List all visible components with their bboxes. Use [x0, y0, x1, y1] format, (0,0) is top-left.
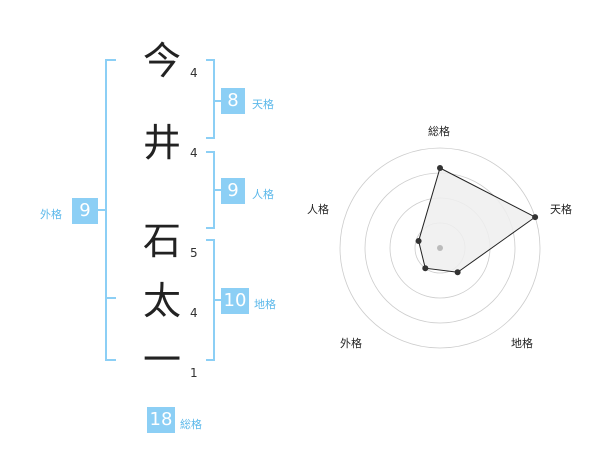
stroke-count-1: 4: [190, 66, 198, 80]
tenkaku-label: 天格: [252, 98, 274, 111]
chikaku-value: 10: [221, 288, 249, 314]
soukaku-value: 18: [147, 407, 175, 433]
tenkaku-bracket: [206, 59, 215, 139]
name-char-5: 一: [142, 338, 181, 382]
radar-polygon: [418, 167, 537, 273]
gaikaku-bracket: [105, 59, 116, 361]
radar-label-chikaku: 地格: [511, 337, 533, 350]
jinkaku-bracket: [206, 151, 215, 229]
jinkaku-value: 9: [221, 178, 245, 204]
gaikaku-label: 外格: [40, 208, 62, 221]
stroke-count-2: 4: [190, 146, 198, 160]
chikaku-label: 地格: [254, 298, 276, 311]
name-char-2: 井: [142, 121, 181, 165]
radar-point: [415, 238, 422, 245]
chikaku-bracket: [206, 239, 215, 361]
radar-point: [532, 214, 539, 221]
radar-center: [437, 245, 443, 251]
stroke-count-5: 1: [190, 366, 198, 380]
radar-point: [422, 265, 429, 272]
stroke-count-3: 5: [190, 246, 198, 260]
name-char-1: 今: [142, 39, 181, 83]
radar-label-gaikaku: 外格: [340, 337, 362, 350]
radar-point: [437, 165, 443, 171]
radar-chart: [339, 147, 541, 349]
radar-point: [454, 269, 461, 276]
soukaku-label: 総格: [180, 418, 202, 431]
jinkaku-label: 人格: [252, 188, 274, 201]
tenkaku-value: 8: [221, 88, 245, 114]
name-char-4: 太: [142, 279, 181, 323]
radar-label-tenkaku: 天格: [550, 203, 572, 216]
radar-label-soukaku: 総格: [428, 125, 450, 138]
gaikaku-value: 9: [72, 198, 98, 224]
name-char-3: 石: [142, 219, 181, 263]
stroke-count-4: 4: [190, 306, 198, 320]
radar-label-jinkaku: 人格: [307, 203, 329, 216]
radar-ring: [339, 147, 541, 349]
